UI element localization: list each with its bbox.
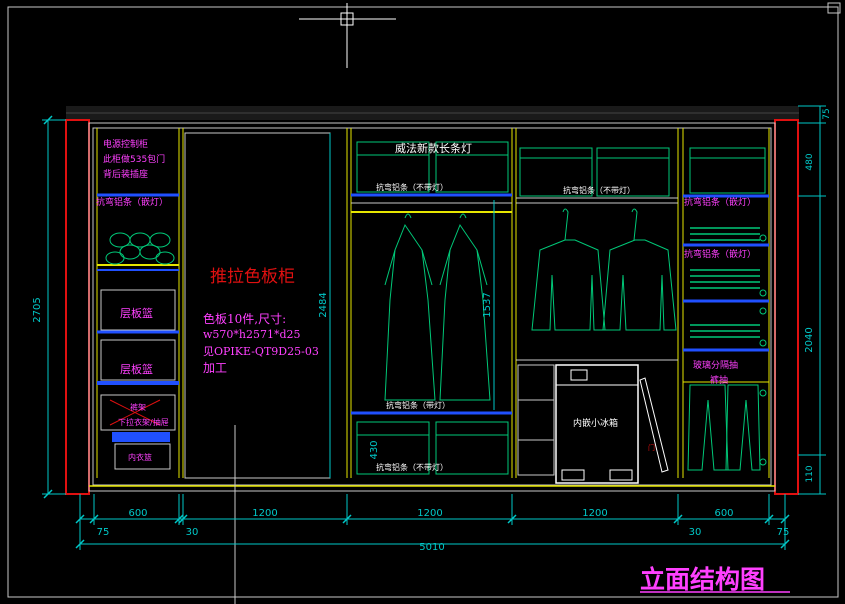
partitions [96, 128, 770, 478]
dim-lower: 430 [369, 440, 380, 459]
dimension-lines [42, 105, 826, 550]
right-column [683, 147, 769, 471]
dim-seg-30a: 30 [186, 527, 199, 538]
dim-hang-mid: 1537 [482, 292, 493, 317]
glass-drawer-label: 玻璃分隔抽 [693, 359, 738, 371]
dim-right-480: 480 [805, 153, 815, 170]
dim-seg-30b: 30 [689, 527, 702, 538]
hanger-drawer-label: 下拉衣架/抽屉 [118, 417, 169, 427]
drawing-title: 立面结构图 [640, 565, 765, 594]
led-left-label: 抗弯铝条（嵌灯） [96, 196, 168, 208]
cabinet-outer [88, 122, 776, 492]
alu-no-light-1: 抗弯铝条（不带灯） [376, 182, 448, 192]
cabinet-inner [92, 127, 772, 486]
mini-fridge [555, 364, 639, 484]
dim-seg1: 600 [128, 508, 147, 519]
led-right-1: 抗弯铝条（嵌灯） [684, 196, 756, 208]
rolled-towels [105, 232, 175, 265]
dim-seg2: 1200 [252, 508, 277, 519]
power-note-1: 电源控制柜 [103, 138, 148, 150]
dim-right-110: 110 [805, 465, 815, 482]
power-note-3: 背后装插座 [103, 168, 148, 180]
right-wall [774, 119, 799, 495]
dim-seg4: 1200 [582, 508, 607, 519]
left-column [97, 193, 179, 470]
dim-bottom-75-left: 75 [97, 527, 110, 538]
sliding-spec-1: 色板10件,尺寸: [203, 312, 286, 326]
alu-with-light: 抗弯铝条（带灯） [386, 400, 450, 410]
dim-total-height: 2705 [32, 297, 43, 322]
dim-bottom-75-right: 75 [777, 527, 790, 538]
pants-rack-label: 裤架 [130, 402, 146, 412]
strip-light-label: 威法新款长条灯 [395, 141, 472, 155]
trouser-pull-label: 裤抽 [710, 374, 728, 386]
jacket-bay [516, 147, 678, 484]
dim-overall: 5010 [419, 542, 444, 553]
sliding-spec-4: 加工 [203, 361, 227, 375]
dim-right-75: 75 [822, 108, 832, 119]
shelf-basket-2-label: 层板篮 [120, 362, 153, 376]
dim-hanging-height: 2484 [318, 292, 329, 317]
dim-right-2040: 2040 [804, 327, 815, 352]
alu-no-light-3: 抗弯铝条（不带灯） [563, 185, 635, 195]
sliding-title: 推拉色板柜 [210, 267, 295, 287]
sliding-spec-2: w570*h2571*d25 [203, 328, 301, 341]
fridge-label: 内嵌小冰箱 [573, 417, 618, 429]
hanging-bay [351, 141, 512, 475]
folded-shirts [690, 227, 760, 338]
shelf-basket-1-label: 层板篮 [120, 306, 153, 320]
corner-mark [827, 2, 841, 14]
power-note-2: 此柜做535包门 [103, 153, 165, 165]
trousers [687, 384, 761, 471]
jackets [531, 208, 677, 331]
left-wall [65, 119, 90, 495]
dim-seg3: 1200 [417, 508, 442, 519]
dim-seg5: 600 [714, 508, 733, 519]
alu-no-light-2: 抗弯铝条（不带灯） [376, 462, 448, 472]
led-right-2: 抗弯铝条（嵌灯） [684, 248, 756, 260]
dresses [384, 213, 491, 401]
drawing-frame [7, 6, 839, 598]
crosshair-cursor [299, 3, 396, 68]
door-note: 门 [648, 443, 655, 452]
dimension-ticks [43, 115, 790, 549]
lower-drawer-label: 内衣篮 [128, 452, 152, 462]
sliding-spec-3: 见OPIKE-QT9D25-03 [203, 345, 319, 358]
